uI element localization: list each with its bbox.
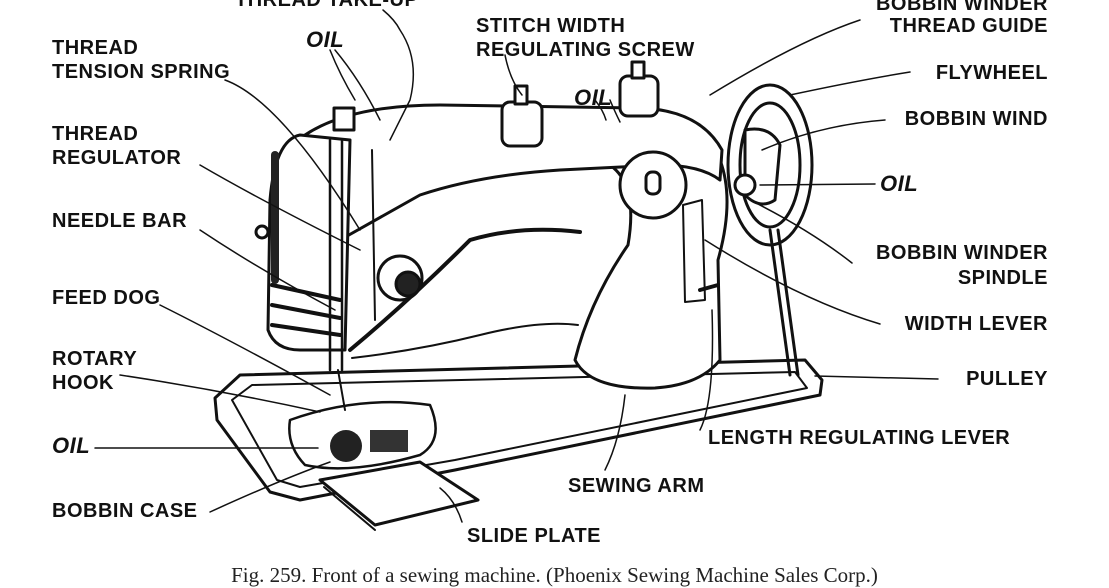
label-pulley: PULLEY [966, 368, 1048, 390]
label-oil-top-mid: OIL [574, 85, 613, 110]
label-flywheel: FLYWHEEL [935, 62, 1048, 84]
label-thread-tension-line1: THREAD [52, 37, 139, 59]
label-bobbin-wind: BOBBIN WIND [904, 108, 1048, 130]
label-slide-plate: SLIDE PLATE [467, 525, 602, 547]
label-rotary-hook-line2: HOOK [52, 372, 114, 394]
figure-caption: Fig. 259. Front of a sewing machine. (Ph… [231, 563, 878, 587]
label-bobbin-winder-guide-line1: BOBBIN WINDER [875, 0, 1048, 15]
label-thread-regulator-line1: THREAD [52, 123, 139, 145]
label-oil-left: OIL [52, 433, 91, 458]
label-stitch-width-line2: REGULATING SCREW [476, 39, 695, 61]
upper-arm [298, 103, 724, 252]
label-feed-dog: FEED DOG [52, 287, 161, 309]
label-width-lever: WIDTH LEVER [904, 313, 1048, 335]
label-thread-take-up: THREAD TAKE-UP [235, 0, 419, 11]
label-oil-right: OIL [880, 171, 919, 196]
label-stitch-width-line1: STITCH WIDTH [476, 15, 626, 37]
label-bobbin-case: BOBBIN CASE [52, 500, 198, 522]
label-length-regulating-lever: LENGTH REGULATING LEVER [708, 427, 1011, 449]
needle-bar-shape [328, 138, 344, 372]
label-rotary-hook-line1: ROTARY [52, 348, 138, 370]
label-bobbin-winder-spindle-line2: SPINDLE [957, 267, 1048, 289]
label-oil-top-left: OIL [306, 27, 345, 52]
label-thread-regulator-line2: REGULATOR [52, 147, 182, 169]
label-needle-bar: NEEDLE BAR [52, 210, 188, 232]
label-bobbin-winder-spindle-line1: BOBBIN WINDER [875, 242, 1048, 264]
label-sewing-arm: SEWING ARM [568, 475, 705, 497]
label-bobbin-winder-guide-line2: THREAD GUIDE [889, 15, 1048, 37]
label-thread-tension-line2: TENSION SPRING [52, 61, 231, 83]
slide-plate-shape [318, 460, 480, 527]
